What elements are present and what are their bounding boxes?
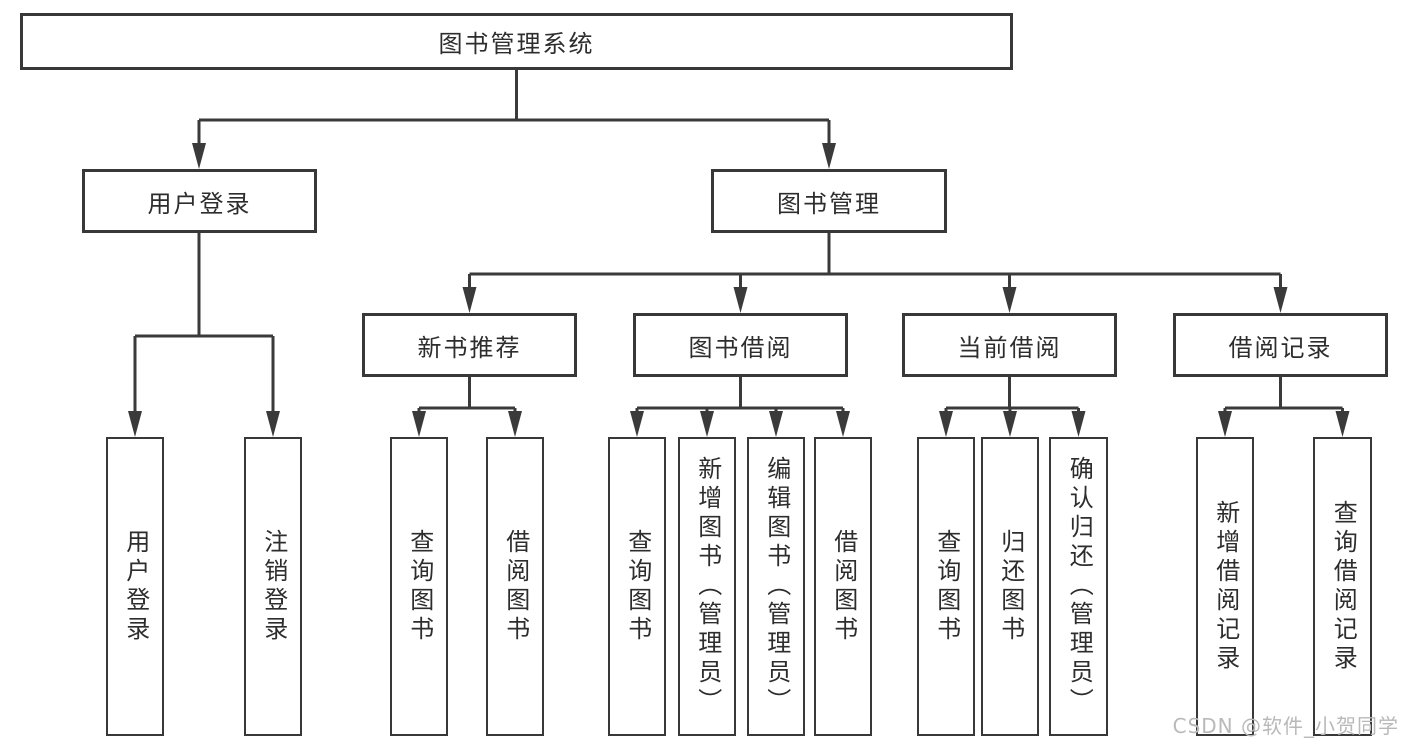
node-new-book-recommend-label: 新书推荐 [417, 333, 522, 362]
leaf-edit-book-admin-label: 编辑图书（管理员） [762, 456, 791, 717]
node-book-borrowing: 图书借阅 [633, 313, 848, 377]
leaf-query-borrow-record-label: 查询借阅记录 [1329, 499, 1358, 674]
leaf-query-book-current-label: 查询图书 [932, 528, 961, 645]
leaf-query-book-current: 查询图书 [917, 437, 975, 736]
leaf-user-login: 用户登录 [106, 437, 164, 736]
leaf-confirm-return-admin: 确认归还（管理员） [1049, 437, 1108, 736]
leaf-borrow-book-recommend: 借阅图书 [486, 437, 544, 736]
leaf-borrow-book-borrowing: 借阅图书 [814, 437, 872, 736]
node-library-management-system: 图书管理系统 [20, 13, 1013, 70]
node-current-borrowing-label: 当前借阅 [957, 333, 1062, 362]
leaf-user-login-label: 用户登录 [121, 528, 150, 645]
leaf-borrow-book-recommend-label: 借阅图书 [501, 528, 530, 645]
leaf-return-book: 归还图书 [981, 437, 1039, 736]
node-new-book-recommend: 新书推荐 [362, 313, 577, 377]
node-current-borrowing: 当前借阅 [902, 313, 1117, 377]
leaf-query-book-recommend-label: 查询图书 [405, 528, 434, 645]
leaf-query-borrow-record: 查询借阅记录 [1313, 437, 1372, 736]
leaf-borrow-book-borrowing-label: 借阅图书 [829, 528, 858, 645]
leaf-logout: 注销登录 [244, 437, 302, 736]
leaf-logout-label: 注销登录 [259, 528, 288, 645]
node-book-management: 图书管理 [711, 169, 947, 233]
leaf-confirm-return-admin-label: 确认归还（管理员） [1065, 456, 1094, 717]
leaf-add-borrow-record: 新增借阅记录 [1196, 437, 1254, 736]
node-borrow-records-label: 借阅记录 [1228, 333, 1333, 362]
node-library-management-system-label: 图书管理系统 [438, 30, 595, 58]
leaf-query-book-borrowing: 查询图书 [608, 437, 666, 736]
node-user-login: 用户登录 [82, 169, 317, 233]
node-borrow-records: 借阅记录 [1173, 313, 1388, 377]
leaf-add-borrow-record-label: 新增借阅记录 [1211, 499, 1240, 674]
csdn-watermark: CSDN @软件_小贺同学 [1172, 714, 1399, 738]
leaf-add-book-admin: 新增图书（管理员） [678, 437, 736, 736]
node-user-login-label: 用户登录 [147, 189, 252, 218]
leaf-add-book-admin-label: 新增图书（管理员） [693, 456, 722, 717]
leaf-edit-book-admin: 编辑图书（管理员） [747, 437, 805, 736]
leaf-return-book-label: 归还图书 [996, 528, 1025, 645]
leaf-query-book-recommend: 查询图书 [390, 437, 448, 736]
node-book-borrowing-label: 图书借阅 [688, 333, 793, 362]
leaf-query-book-borrowing-label: 查询图书 [623, 528, 652, 645]
node-book-management-label: 图书管理 [777, 189, 881, 218]
